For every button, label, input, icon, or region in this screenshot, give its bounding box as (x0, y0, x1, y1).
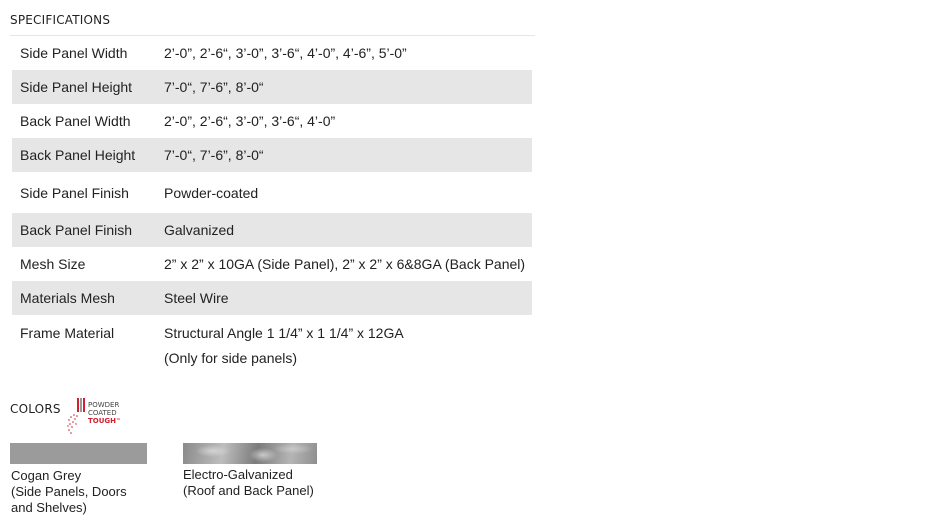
color-name-line: Electro-Galvanized (183, 467, 293, 482)
spec-value: 2’-0”, 2’-6“, 3’-0”, 3’-6“, 4’-0” (164, 113, 336, 129)
table-row: Side Panel Width 2’-0”, 2’-6“, 3’-0”, 3’… (12, 36, 532, 70)
logo-trademark: ™ (116, 418, 122, 424)
powder-coated-icon (67, 398, 85, 434)
spec-value: 7’-0“, 7’-6”, 8’-0“ (164, 70, 532, 104)
specifications-heading: SPECIFICATIONS (10, 13, 111, 27)
logo-text-coated: COATED (88, 409, 117, 417)
spec-value: Powder-coated (164, 184, 259, 201)
spec-value: Steel Wire (164, 281, 532, 315)
spec-label: Back Panel Width (20, 113, 131, 129)
color-name-line: and Shelves) (11, 500, 87, 515)
spec-label: Side Panel Finish (20, 184, 129, 201)
logo-tough-word: TOUGH (88, 417, 117, 425)
spec-value: 7’-0“, 7’-6”, 8’-0“ (164, 138, 532, 172)
spec-label: Mesh Size (20, 256, 86, 272)
spec-value-line: Structural Angle 1 1/4” x 1 1/4” x 12GA (164, 325, 404, 341)
spec-value-note: (Only for side panels) (164, 350, 298, 366)
swatch-cogan-grey (10, 443, 147, 464)
table-row: Back Panel Height 7’-0“, 7’-6”, 8’-0“ (12, 138, 532, 172)
table-row: Materials Mesh Steel Wire (12, 281, 532, 315)
table-row: Back Panel Finish Galvanized (12, 213, 532, 247)
logo-text-powder: POWDER (88, 401, 120, 409)
color-name-line: Cogan Grey (11, 468, 82, 483)
table-row: Side Panel Height 7’-0“, 7’-6”, 8’-0“ (12, 70, 532, 104)
specifications-table: Side Panel Width 2’-0”, 2’-6“, 3’-0”, 3’… (12, 36, 532, 371)
spec-value: Galvanized (164, 213, 532, 247)
color-name-electro-galvanized: Electro-Galvanized (Roof and Back Panel) (183, 467, 314, 499)
spec-label: Back Panel Finish (12, 213, 164, 247)
spec-label: Materials Mesh (12, 281, 164, 315)
color-name-line: (Side Panels, Doors (11, 484, 127, 499)
spec-label: Frame Material (20, 325, 115, 341)
spec-label: Back Panel Height (12, 138, 164, 172)
table-row: Mesh Size 2” x 2” x 10GA (Side Panel), 2… (12, 247, 532, 281)
logo-text-tough: TOUGH™ (88, 417, 121, 425)
table-row: Back Panel Width 2’-0”, 2’-6“, 3’-0”, 3’… (12, 104, 532, 138)
powder-coated-tough-logo: POWDER COATED TOUGH™ (66, 397, 130, 437)
swatch-electro-galvanized (183, 443, 317, 464)
spec-label: Side Panel Height (12, 70, 164, 104)
spec-value: Structural Angle 1 1/4” x 1 1/4” x 12GA … (164, 315, 532, 371)
table-row: Frame Material Structural Angle 1 1/4” x… (12, 315, 532, 371)
spec-value: 2’-0”, 2’-6“, 3’-0”, 3’-6“, 4’-0”, 4’-6”… (164, 45, 407, 61)
spec-value: 2” x 2” x 10GA (Side Panel), 2” x 2” x 6… (164, 256, 526, 272)
spec-label: Side Panel Width (20, 45, 128, 61)
heading-divider (10, 35, 535, 36)
table-row: Side Panel Finish Powder-coated (12, 172, 532, 213)
color-name-line: (Roof and Back Panel) (183, 483, 314, 498)
color-name-cogan-grey: Cogan Grey (Side Panels, Doors and Shelv… (11, 468, 127, 516)
colors-heading: COLORS (10, 402, 61, 416)
